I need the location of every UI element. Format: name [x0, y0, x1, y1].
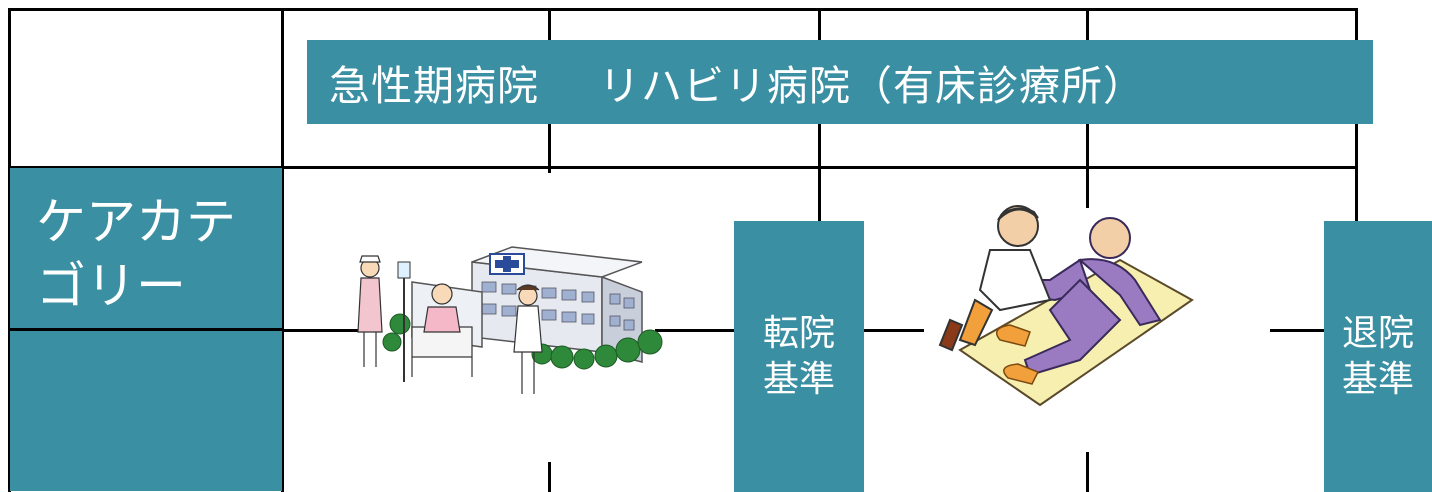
care-category-label: ケアカテ ゴリー: [36, 193, 236, 315]
grid-row-2a: [282, 329, 362, 332]
grid-col-1: [281, 8, 284, 492]
grid-row-2b: [655, 329, 735, 332]
grid-left: [8, 8, 11, 492]
care-category-divider: [10, 328, 282, 331]
phase-header-band: 急性期病院 リハビリ病院（有床診療所）: [307, 40, 1373, 124]
grid-row-1: [10, 166, 1358, 169]
grid-col-2-bottom: [548, 462, 551, 492]
grid-row-2c: [864, 329, 924, 332]
discharge-criteria-box: 退院 基準: [1324, 221, 1432, 492]
transfer-criteria-box: 転院 基準: [734, 221, 864, 492]
discharge-criteria-line1: 退院: [1341, 312, 1414, 354]
discharge-criteria-line2: 基準: [1341, 358, 1414, 400]
acute-hospital-label: 急性期病院: [329, 62, 539, 110]
rehab-therapist-illustration: [938, 205, 1194, 407]
grid-top: [10, 8, 1358, 11]
grid-col-4-bottom: [1086, 452, 1089, 492]
transfer-criteria-line1: 転院: [762, 312, 835, 354]
rehab-hospital-label: リハビリ病院（有床診療所）: [599, 62, 1145, 110]
care-category-box: ケアカテ ゴリー: [10, 168, 282, 491]
transfer-criteria-line2: 基準: [762, 358, 835, 400]
hospital-illustration: [357, 246, 663, 394]
grid-row-2d: [1270, 329, 1325, 332]
